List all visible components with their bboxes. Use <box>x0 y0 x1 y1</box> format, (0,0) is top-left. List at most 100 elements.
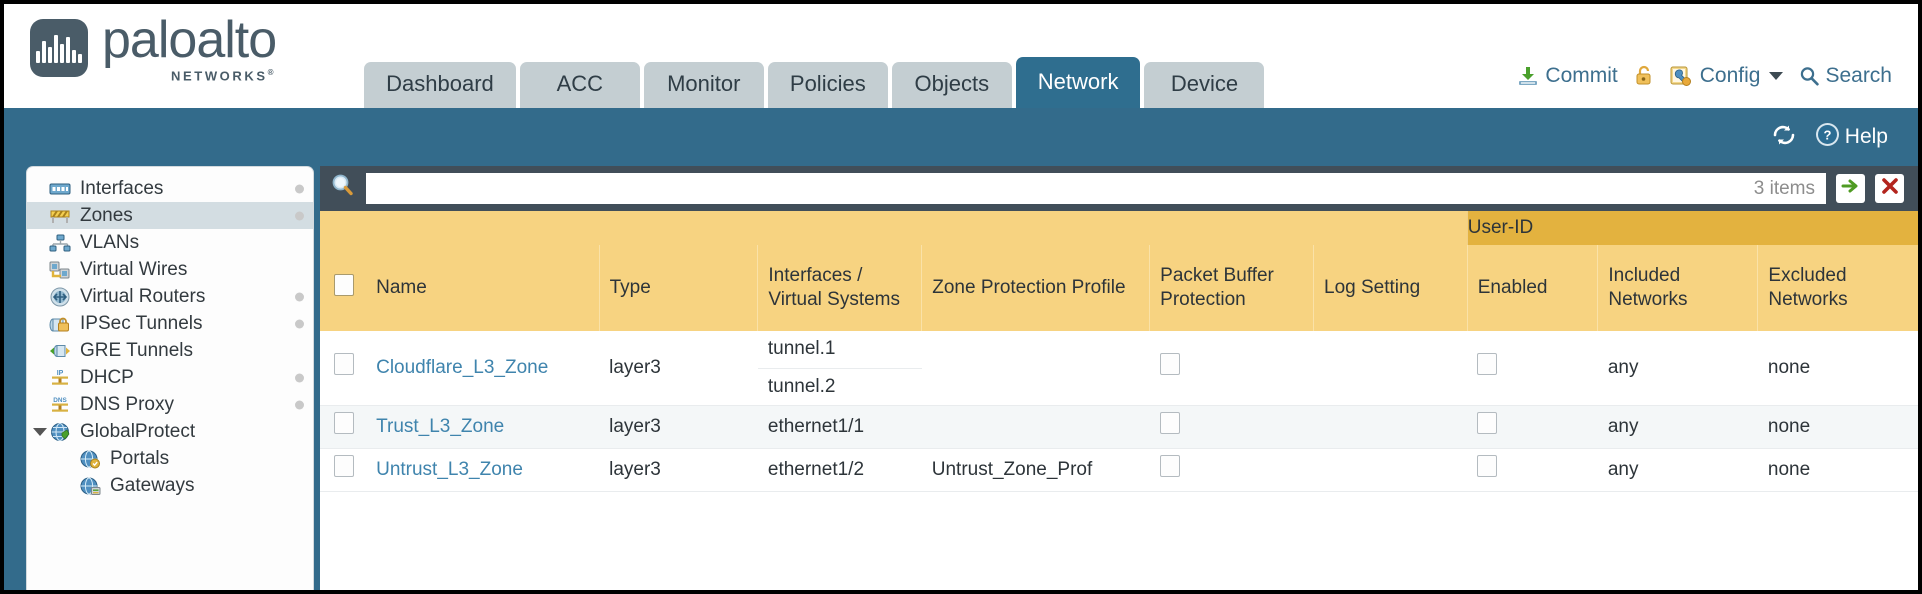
sidebar-item-portals[interactable]: Portals <box>27 445 313 472</box>
padlock-icon[interactable] <box>1634 65 1654 87</box>
column-header-interfaces[interactable]: Interfaces / Virtual Systems <box>757 245 922 331</box>
sidebar-item-label: GlobalProtect <box>80 420 196 442</box>
top-actions: Commit Config <box>1517 64 1918 108</box>
table-row[interactable]: Untrust_L3_Zone layer3 ethernet1/2 Untru… <box>320 448 1918 492</box>
tab-device[interactable]: Device <box>1144 62 1265 108</box>
magnifier-icon <box>1799 66 1820 86</box>
help-button[interactable]: ? Help <box>1815 122 1888 153</box>
sidebar-item-label: Virtual Wires <box>80 258 188 280</box>
cell-included-networks: any <box>1597 448 1758 492</box>
tab-network[interactable]: Network <box>1015 57 1141 108</box>
status-dot <box>295 400 304 409</box>
column-header-userid-enabled[interactable]: Enabled <box>1466 245 1598 331</box>
sidebar-item-label: VLANs <box>80 231 140 253</box>
column-header-type[interactable]: Type <box>598 245 758 331</box>
magnifier-search-icon[interactable] <box>330 173 356 204</box>
brand-logo: paloalto NETWORKS® <box>4 14 277 108</box>
table-row[interactable]: Trust_L3_Zone layer3 ethernet1/1 <box>320 405 1918 450</box>
refresh-icon[interactable] <box>1771 123 1797 152</box>
cell-packet-buffer-protection <box>1149 448 1314 492</box>
zone-name-link[interactable]: Untrust_L3_Zone <box>376 458 523 480</box>
search-field-wrapper[interactable]: 3 items <box>366 173 1826 204</box>
dns-proxy-icon: DNS <box>49 395 71 414</box>
interface-entry: ethernet1/1 <box>767 415 865 437</box>
status-dot <box>295 373 304 382</box>
table-row[interactable]: Cloudflare_L3_Zone layer3 tunnel.1 tunne… <box>320 331 1918 407</box>
userid-enabled-checkbox[interactable] <box>1477 412 1498 435</box>
config-label: Config <box>1699 64 1761 87</box>
sidebar-item-gre-tunnels[interactable]: GRE Tunnels <box>27 337 313 364</box>
globalprotect-icon <box>49 422 71 441</box>
tab-policies[interactable]: Policies <box>767 62 888 108</box>
select-all-header <box>320 245 367 331</box>
help-question-icon: ? <box>1815 122 1840 153</box>
sidebar-item-zones[interactable]: Zones <box>27 202 313 229</box>
sidebar-item-interfaces[interactable]: Interfaces <box>27 175 313 202</box>
userid-enabled-checkbox[interactable] <box>1477 455 1498 478</box>
search-button[interactable]: Search <box>1799 64 1892 88</box>
utility-band: ? Help <box>4 108 1918 166</box>
zones-table: User-ID Name Type Interfaces / Virtual S… <box>320 211 1918 492</box>
sidebar-item-virtual-wires[interactable]: Virtual Wires <box>27 256 313 283</box>
packet-buffer-checkbox[interactable] <box>1159 455 1180 478</box>
tab-objects[interactable]: Objects <box>891 62 1012 108</box>
row-select-checkbox[interactable] <box>334 455 354 478</box>
column-header-zone-protection[interactable]: Zone Protection Profile <box>921 245 1150 331</box>
cell-packet-buffer-protection <box>1149 405 1314 450</box>
sidebar-item-virtual-routers[interactable]: Virtual Routers <box>27 283 313 310</box>
cell-userid-enabled <box>1467 405 1598 450</box>
red-x-clear-icon <box>1879 175 1901 202</box>
packet-buffer-checkbox[interactable] <box>1159 353 1180 376</box>
commit-button[interactable]: Commit <box>1517 64 1618 88</box>
cell-included-networks: any <box>1597 331 1758 407</box>
sidebar-item-globalprotect[interactable]: GlobalProtect <box>27 418 313 445</box>
config-menu[interactable]: Config <box>1670 64 1784 88</box>
column-header-packet-buffer[interactable]: Packet Buffer Protection <box>1149 245 1314 331</box>
sidebar-item-gateways[interactable]: Gateways <box>27 472 313 499</box>
main-nav-tabs: Dashboard ACC Monitor Policies Objects N… <box>364 4 1265 108</box>
apply-filter-button[interactable] <box>1836 174 1865 203</box>
brand-bar: paloalto NETWORKS® Dashboard ACC Monitor… <box>4 4 1918 108</box>
sidebar-item-label: Interfaces <box>80 177 164 199</box>
column-header-log-setting[interactable]: Log Setting <box>1313 245 1468 331</box>
vlans-icon <box>49 233 71 252</box>
search-label: Search <box>1825 64 1892 87</box>
sidebar-item-label: Zones <box>80 204 133 226</box>
group-header-row: User-ID <box>320 211 1918 245</box>
expander-triangle-icon[interactable] <box>33 427 47 436</box>
svg-text:DNS: DNS <box>53 397 67 404</box>
sidebar-item-vlans[interactable]: VLANs <box>27 229 313 256</box>
column-header-name[interactable]: Name <box>366 245 600 331</box>
userid-enabled-checkbox[interactable] <box>1477 353 1498 376</box>
tab-dashboard[interactable]: Dashboard <box>364 62 516 108</box>
column-header-excluded-nets[interactable]: Excluded Networks <box>1757 245 1918 331</box>
sidebar-item-label: DHCP <box>80 366 134 388</box>
cell-packet-buffer-protection <box>1149 331 1314 407</box>
sidebar-item-ipsec-tunnels[interactable]: IPSec Tunnels <box>27 310 313 337</box>
cell-name: Trust_L3_Zone <box>366 405 600 450</box>
packet-buffer-checkbox[interactable] <box>1159 412 1180 435</box>
interface-entry: tunnel.1 <box>757 331 922 369</box>
commit-download-icon <box>1517 65 1539 87</box>
select-all-checkbox[interactable] <box>334 273 354 296</box>
zone-name-link[interactable]: Trust_L3_Zone <box>376 415 505 437</box>
commit-label: Commit <box>1545 64 1618 87</box>
tab-monitor[interactable]: Monitor <box>643 62 764 108</box>
green-arrow-apply-icon <box>1840 175 1862 202</box>
zones-table-scroll[interactable]: User-ID Name Type Interfaces / Virtual S… <box>320 211 1918 590</box>
cell-type: layer3 <box>599 331 758 407</box>
tab-acc[interactable]: ACC <box>519 62 640 108</box>
config-wrench-icon <box>1670 65 1694 87</box>
zone-name-link[interactable]: Cloudflare_L3_Zone <box>376 356 549 378</box>
search-input[interactable] <box>377 177 1746 200</box>
status-dot <box>295 292 304 301</box>
sidebar-item-dhcp[interactable]: IP DHCP <box>27 364 313 391</box>
sidebar-item-dns-proxy[interactable]: DNS DNS Proxy <box>27 391 313 418</box>
column-header-included-nets[interactable]: Included Networks <box>1597 245 1758 331</box>
filter-bar: 3 items <box>320 166 1918 211</box>
clear-filter-button[interactable] <box>1875 174 1904 203</box>
cell-excluded-networks: none <box>1757 405 1918 450</box>
group-header-userid: User-ID <box>1466 211 1918 245</box>
row-select-checkbox[interactable] <box>334 353 354 376</box>
row-select-checkbox[interactable] <box>334 412 354 435</box>
